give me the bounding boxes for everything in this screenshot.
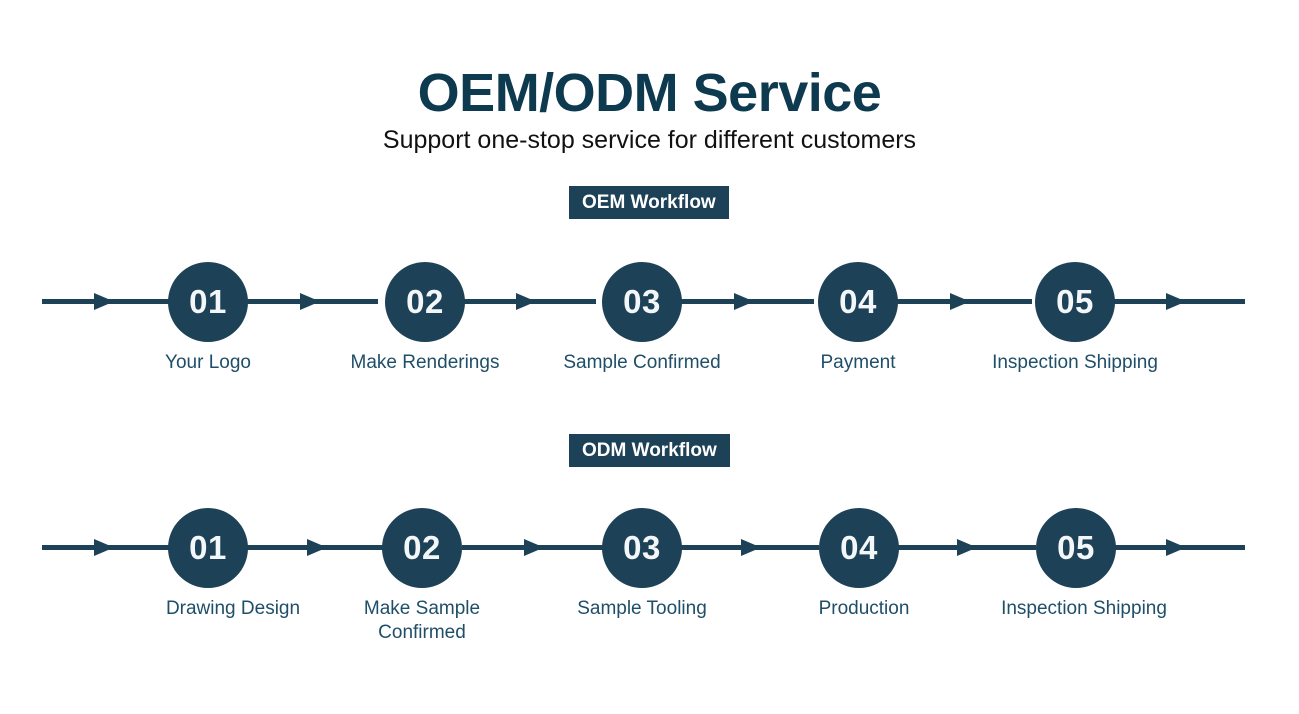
step-label-odm-2: Make Sample Confirmed [363, 598, 481, 643]
step-node-odm-3[interactable]: 03 [602, 508, 682, 588]
step-node-oem-1[interactable]: 01 [168, 262, 248, 342]
step-label-oem-1: Your Logo [165, 352, 251, 373]
step-label-odm-1: Drawing Design [165, 598, 301, 619]
step-node-oem-2[interactable]: 02 [385, 262, 465, 342]
odm-connector-graphics [42, 539, 1245, 556]
page-title: OEM/ODM Service [417, 63, 882, 123]
step-label-oem-3: Sample Confirmed [563, 352, 721, 373]
step-node-odm-4[interactable]: 04 [819, 508, 899, 588]
step-label-oem-5: Inspection Shipping [992, 352, 1158, 373]
step-node-oem-5[interactable]: 05 [1035, 262, 1115, 342]
section-badge-oem: OEM Workflow [569, 186, 729, 219]
section-badge-odm: ODM Workflow [569, 434, 730, 467]
step-label-odm-4: Production [818, 598, 910, 619]
workflow-row-oem: 01 Your Logo 02 Make Renderings 03 Sampl… [0, 238, 1299, 373]
step-node-odm-1[interactable]: 01 [168, 508, 248, 588]
step-node-oem-4[interactable]: 04 [818, 262, 898, 342]
oem-connector-graphics [42, 293, 1245, 310]
step-label-oem-2: Make Renderings [350, 352, 500, 373]
heading-block: OEM/ODM Service Support one-stop service… [0, 62, 1299, 156]
step-label-odm-3: Sample Tooling [577, 598, 707, 619]
step-node-odm-2[interactable]: 02 [382, 508, 462, 588]
page-subtitle: Support one-stop service for different c… [382, 126, 917, 154]
step-label-odm-5: Inspection Shipping [1001, 598, 1167, 619]
step-label-oem-4: Payment [820, 352, 896, 373]
step-node-odm-5[interactable]: 05 [1036, 508, 1116, 588]
step-node-oem-3[interactable]: 03 [602, 262, 682, 342]
workflow-row-odm: 01 Drawing Design 02 Make Sample Confirm… [0, 486, 1299, 643]
